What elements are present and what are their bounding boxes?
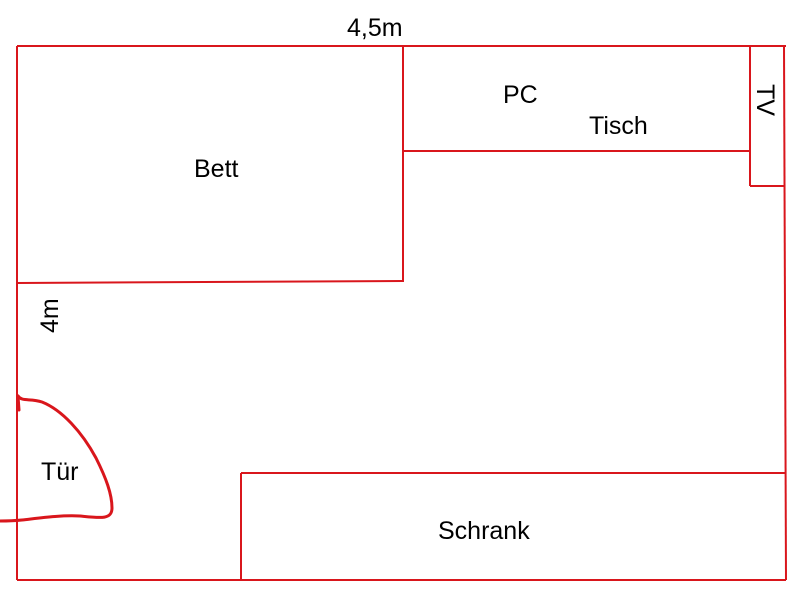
pc-label: PC [503,81,538,109]
wardrobe [240,472,786,580]
wall-right [783,45,787,581]
door-label: Tür [41,458,79,486]
bed [16,46,404,284]
room-walls [16,45,787,581]
tv-label: TV [751,84,779,116]
room-height-label: 4m [36,298,64,333]
desk-label: Tisch [589,112,648,140]
door-swing [0,394,114,523]
wardrobe-label: Schrank [438,517,530,545]
tv [749,46,784,187]
bed-label: Bett [194,155,239,183]
room-width-label: 4,5m [347,14,403,42]
bed-bottom-edge [16,280,404,284]
door-hinge-mark [16,394,21,412]
